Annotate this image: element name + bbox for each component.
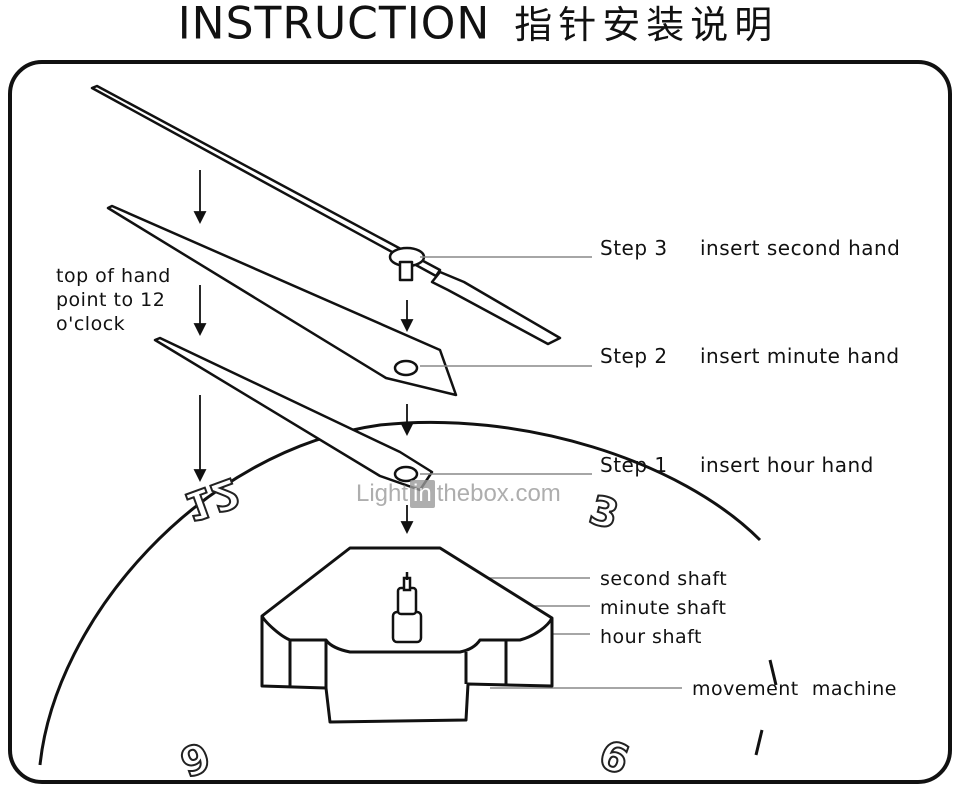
clock-dial-outline-dash2 — [754, 729, 764, 756]
step-1-number: Step 1 — [600, 453, 668, 477]
title-chinese: 指针安装说明 — [514, 3, 779, 47]
watermark-post: thebox.com — [436, 480, 561, 507]
clock-dial-outline — [38, 420, 762, 766]
second-shaft-label: second shaft — [600, 568, 728, 590]
second-hand — [90, 84, 562, 346]
title-english: INSTRUCTION — [177, 0, 491, 50]
frame-border — [8, 60, 952, 784]
step-1-text: insert hour hand — [700, 453, 874, 477]
step-3-text: insert second hand — [700, 236, 901, 260]
minute-shaft-label: minute shaft — [600, 597, 727, 619]
down-arrows — [193, 170, 414, 535]
minute-hand — [106, 204, 458, 397]
hour-shaft-label: hour shaft — [600, 626, 702, 648]
step-2-text: insert minute hand — [700, 344, 900, 368]
step-3-number: Step 3 — [600, 236, 668, 260]
movement-machine-label: movement machine — [692, 678, 897, 700]
watermark-box: in — [410, 480, 435, 508]
page-title: INSTRUCTION 指针安装说明 — [0, 0, 956, 56]
hour-hand — [153, 336, 434, 492]
clock-dial-outline-dash1 — [768, 659, 778, 686]
orientation-note: top of hand point to 12 o'clock — [56, 265, 171, 335]
shaft-stack — [391, 572, 423, 644]
watermark-pre: Light — [356, 480, 409, 507]
step-2-number: Step 2 — [600, 344, 668, 368]
